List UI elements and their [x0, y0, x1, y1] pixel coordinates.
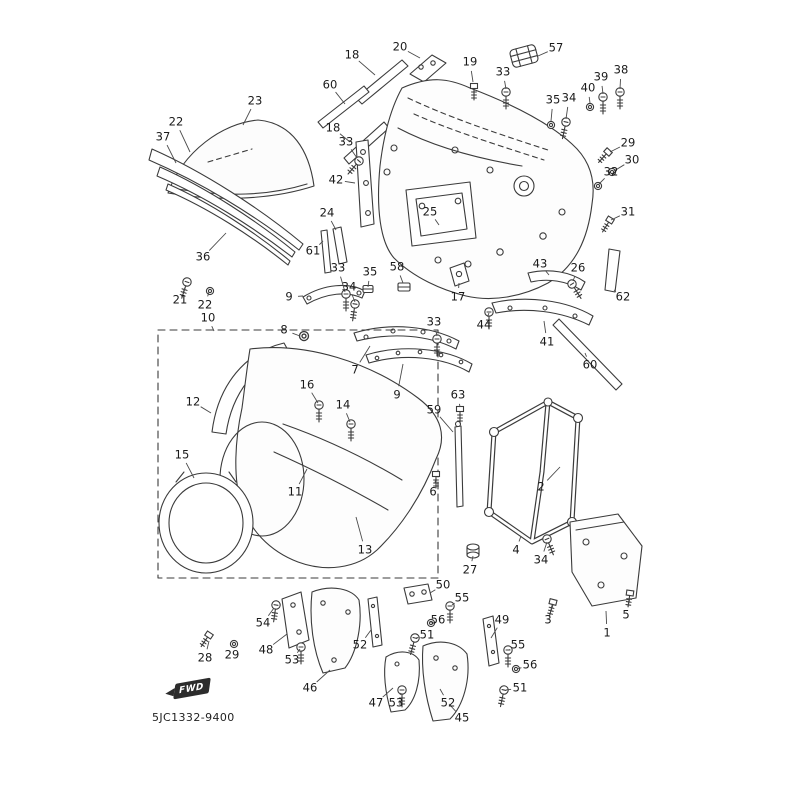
spacer-part	[466, 543, 480, 559]
inner-fairing-body	[378, 79, 594, 300]
stay-frame	[483, 397, 584, 545]
stay-rod	[454, 420, 464, 508]
front-cowling	[211, 342, 443, 569]
diagram-code: 5JC1332-9400	[152, 711, 235, 724]
seal-strips	[302, 284, 473, 373]
fwd-label: FWD	[179, 681, 205, 696]
lower-panels	[281, 583, 500, 722]
trim-strips	[148, 148, 304, 266]
headlight-unit	[158, 471, 254, 574]
damper-part	[509, 44, 539, 68]
emblem-plate	[409, 54, 447, 83]
bracket-plate	[569, 513, 643, 607]
clip-and-bracket	[397, 262, 470, 292]
right-strips	[491, 248, 623, 391]
